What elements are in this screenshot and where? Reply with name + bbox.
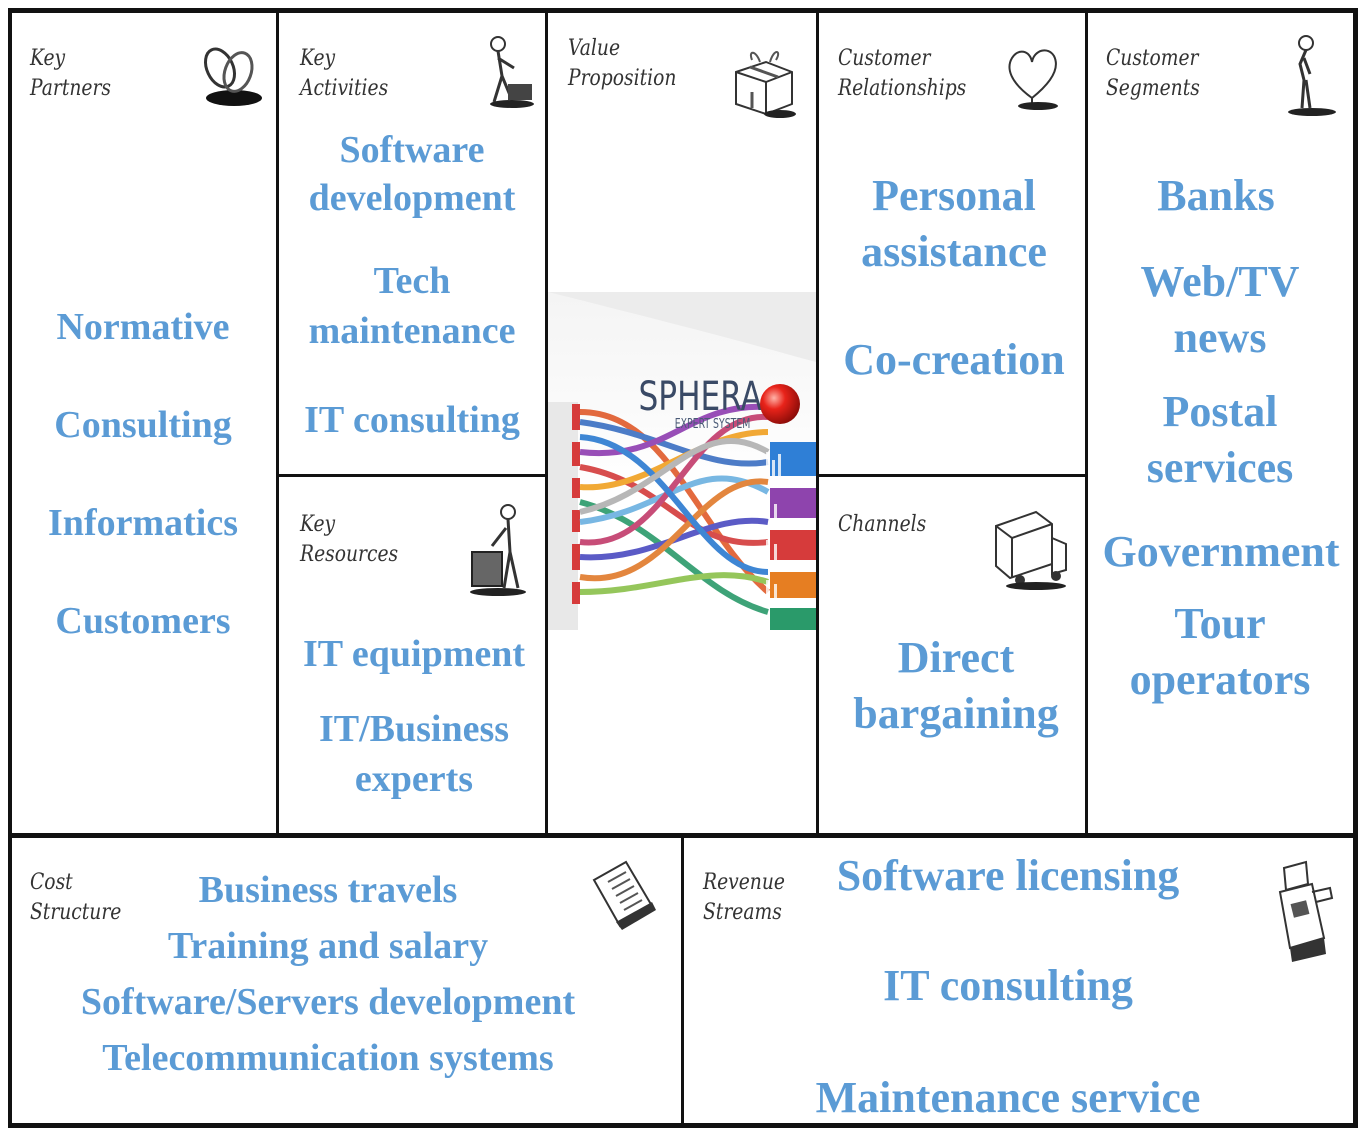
worker-with-crate-icon: [466, 502, 532, 598]
customer-segments-item: Postal services: [1146, 387, 1294, 492]
key-activities-title: Key Activities: [300, 46, 389, 101]
chain-link-icon: [198, 38, 266, 110]
outer-border-top: [8, 8, 1358, 13]
key-resources-item: IT equipment: [302, 633, 526, 675]
customer-segments-item: Government: [1102, 527, 1340, 576]
key-activities-item: Software development: [308, 129, 516, 219]
revenue-streams-item: Software licensing: [836, 851, 1180, 900]
key-activities-item: Tech maintenance: [308, 260, 516, 352]
customer-relationships-item: Co-creation: [843, 335, 1065, 384]
customer-segments-title: Customer Segments: [1106, 46, 1200, 101]
key-partners-item: Normative: [56, 306, 230, 348]
revenue-streams-item: Maintenance service: [815, 1073, 1201, 1122]
value-proposition-title: Value Proposition: [568, 36, 677, 91]
divider-vertical-1: [276, 8, 279, 836]
delivery-truck-icon: [990, 508, 1072, 592]
key-resources-item: IT/Business experts: [318, 708, 510, 800]
outer-border-left: [8, 8, 12, 1126]
revenue-streams-item: IT consulting: [883, 961, 1133, 1010]
customer-segments-item: Tour operators: [1129, 599, 1311, 704]
invoice-document-icon: [586, 856, 662, 938]
sphera-logo-ball: [760, 384, 800, 424]
person-standing-icon: [1284, 34, 1340, 118]
outer-border-right: [1353, 8, 1358, 1126]
cost-structure-title: Cost Structure: [30, 870, 122, 925]
sphera-logo-text: SPHERA: [638, 374, 762, 420]
key-partners-item: Informatics: [48, 502, 238, 544]
cost-structure-item: Telecommunication systems: [102, 1037, 554, 1079]
divider-cost-revenue: [681, 835, 684, 1127]
key-activities-item: IT consulting: [304, 399, 520, 441]
key-partners-item: Consulting: [54, 404, 232, 446]
cash-register-icon: [1272, 858, 1338, 970]
cost-structure-item: Training and salary: [167, 925, 489, 967]
cost-structure-item: Software/Servers development: [80, 981, 576, 1023]
divider-relationships-channels: [817, 474, 1087, 477]
divider-vertical-4: [1085, 8, 1088, 836]
gift-package-icon: [730, 42, 800, 120]
customer-segments-item: Web/TV news: [1140, 257, 1300, 362]
sphera-expert-system-image: SPHERA EXPERT SYSTEM: [548, 292, 816, 630]
heart-icon: [1004, 42, 1060, 112]
channels-title: Channels: [838, 512, 927, 537]
channels-item: Direct bargaining: [853, 633, 1059, 738]
divider-vertical-2: [545, 8, 548, 836]
divider-activities-resources: [277, 474, 547, 477]
worker-pushing-cart-icon: [478, 34, 536, 110]
key-partners-title: Key Partners: [30, 46, 112, 101]
key-resources-title: Key Resources: [300, 512, 399, 567]
divider-vertical-3: [816, 8, 819, 836]
customer-segments-item: Banks: [1157, 171, 1275, 220]
customer-relationships-title: Customer Relationships: [838, 46, 967, 101]
key-partners-item: Customers: [55, 600, 231, 642]
cost-structure-item: Business travels: [198, 869, 458, 911]
customer-relationships-item: Personal assistance: [861, 171, 1047, 276]
sphera-logo-subtitle: EXPERT SYSTEM: [675, 415, 751, 431]
revenue-streams-title: Revenue Streams: [703, 870, 785, 925]
